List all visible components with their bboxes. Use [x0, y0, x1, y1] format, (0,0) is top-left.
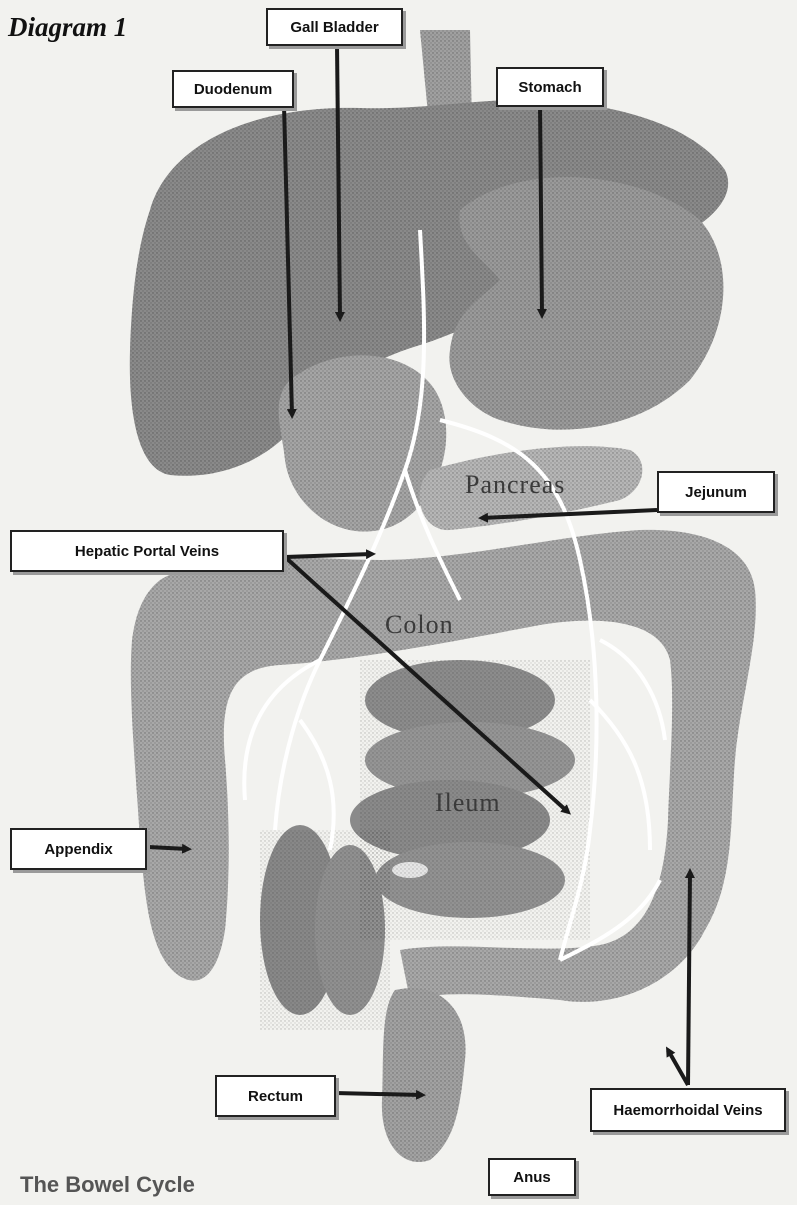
label-haemorrhoidal-veins: Haemorrhoidal Veins [590, 1088, 786, 1132]
label-gall-bladder: Gall Bladder [266, 8, 403, 46]
diagram-caption: The Bowel Cycle [20, 1172, 195, 1198]
arrow-appendix [148, 847, 188, 849]
colon-text: Colon [385, 610, 454, 640]
arrow-haemorrhoidal-left [668, 1050, 688, 1085]
arrow-rectum [335, 1093, 422, 1095]
ileum-text: Ileum [435, 788, 501, 818]
label-hepatic-portal-veins: Hepatic Portal Veins [10, 530, 284, 572]
label-jejunum: Jejunum [657, 471, 775, 513]
stomach [449, 177, 723, 430]
label-rectum: Rectum [215, 1075, 336, 1117]
arrow-hepatic-portal-upper [285, 554, 372, 557]
rectum [382, 988, 466, 1162]
arrow-haemorrhoidal-up [688, 872, 690, 1085]
label-appendix: Appendix [10, 828, 147, 870]
diagram-heading: Diagram 1 [8, 12, 127, 43]
label-duodenum: Duodenum [172, 70, 294, 108]
pancreas-text: Pancreas [465, 470, 565, 500]
label-stomach: Stomach [496, 67, 604, 107]
label-anus: Anus [488, 1158, 576, 1196]
arrow-stomach [540, 105, 542, 315]
